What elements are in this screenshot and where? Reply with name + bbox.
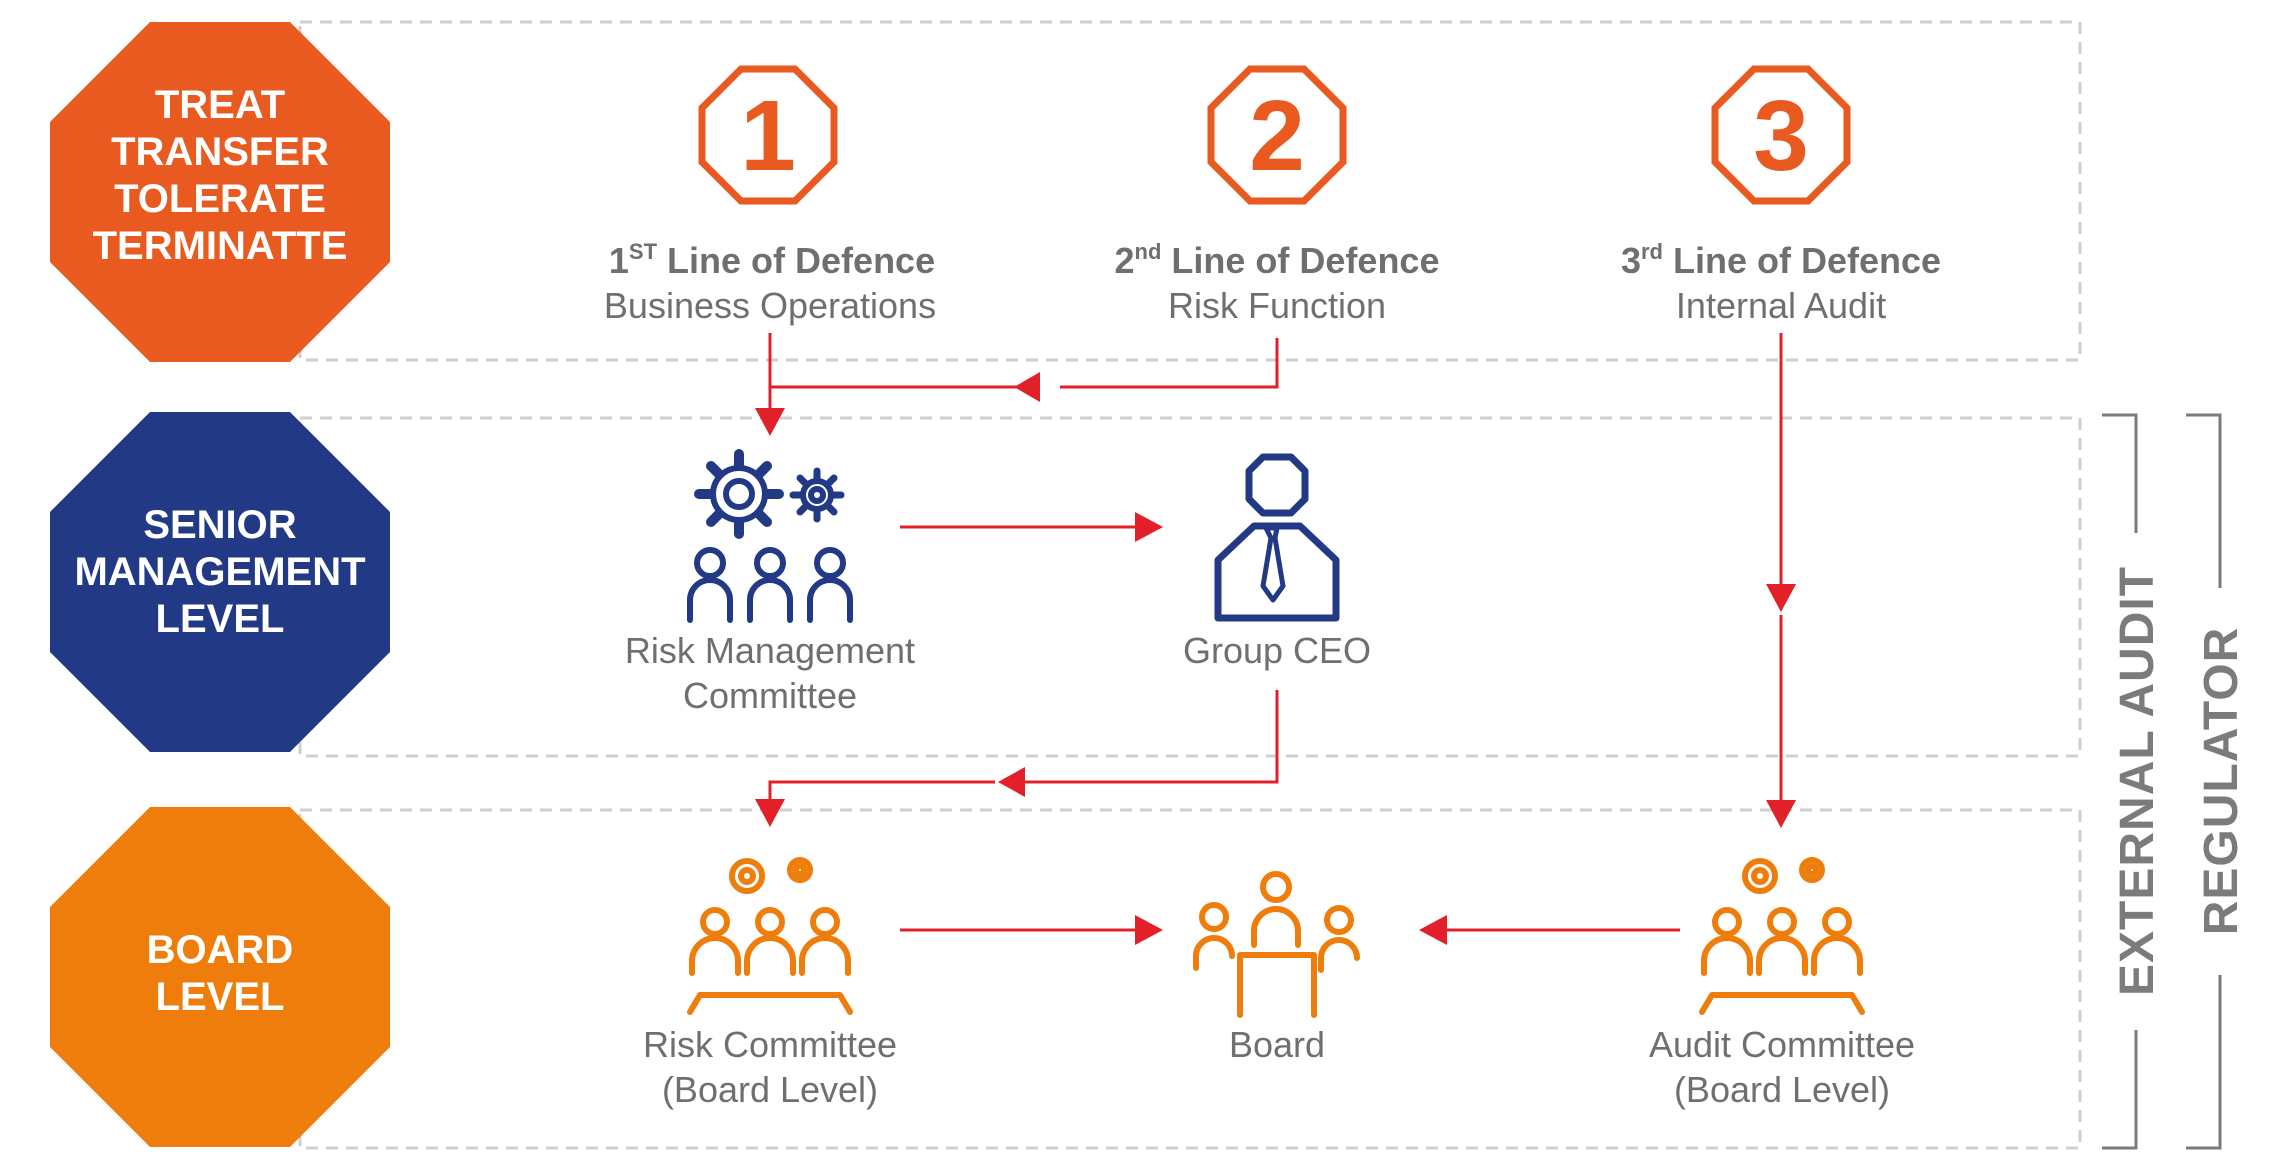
audit-committee-label: (Board Level) <box>1674 1069 1890 1110</box>
line-of-defence-1: 1 1ST Line of Defence Business Operation… <box>604 65 936 326</box>
person-icon <box>1318 905 1360 973</box>
octagon-line: TRANSFER <box>111 130 329 174</box>
senior-management-octagon: SENIOR MANAGEMENT LEVEL <box>50 412 390 752</box>
regulator-label: REGULATOR <box>2195 627 2248 936</box>
risk-management-label: Committee <box>683 675 857 716</box>
arrowhead-right <box>1135 915 1163 945</box>
line-title: 3rd Line of Defence <box>1621 239 1941 281</box>
line-of-defence-2: 2 2nd Line of Defence Risk Function <box>1115 65 1440 326</box>
octagon-line: TOLERATE <box>114 177 326 221</box>
group-ceo-label: Group CEO <box>1183 630 1371 671</box>
line-second-to-first <box>1060 338 1279 389</box>
line-ceo-to-risk-committee-tail <box>768 780 995 800</box>
arrowheads <box>755 372 1796 945</box>
person-icon <box>1193 902 1235 971</box>
table-icon <box>687 992 853 1015</box>
octagon-line: SENIOR <box>143 503 296 547</box>
line-subtitle: Internal Audit <box>1676 285 1886 326</box>
line-title: 1ST Line of Defence <box>609 239 935 281</box>
person-icon <box>799 907 851 976</box>
regulator-bracket <box>2186 413 2222 1150</box>
line-title: 2nd Line of Defence <box>1115 239 1440 281</box>
treat-transfer-octagon: TREAT TRANSFER TOLERATE TERMINATTE <box>50 22 390 362</box>
octagon-line: TERMINATTE <box>93 224 348 268</box>
committee-table-icon <box>1699 857 1865 1015</box>
arrowhead-right <box>1135 512 1163 542</box>
person-icon <box>1701 907 1753 976</box>
person-icon <box>1251 871 1301 948</box>
arrowhead-left <box>998 767 1025 797</box>
arrowhead-down <box>755 408 785 436</box>
line-number: 1 <box>740 80 796 192</box>
octagon-line: LEVEL <box>156 597 285 641</box>
risk-committee-label: (Board Level) <box>662 1069 878 1110</box>
external-audit-bracket <box>2102 413 2138 1150</box>
person-icon <box>807 547 853 623</box>
person-icon <box>1811 907 1863 976</box>
octagon-line: MANAGEMENT <box>74 550 365 594</box>
small-gear-icon <box>789 467 845 523</box>
gears-people-icon <box>687 449 853 623</box>
person-icon <box>747 547 793 623</box>
number-octagon-outline <box>1711 65 1851 205</box>
number-octagon-outline <box>698 65 838 205</box>
audit-committee-label: Audit Committee <box>1649 1024 1915 1065</box>
risk-management-label: Risk Management <box>625 630 915 671</box>
board-label: Board <box>1229 1024 1325 1065</box>
board-level-octagon: BOARD LEVEL <box>50 807 390 1147</box>
table-icon <box>1699 992 1865 1015</box>
arrowhead-down <box>1766 584 1796 612</box>
table-icon <box>1237 952 1317 1018</box>
connector-arrows <box>768 333 1783 932</box>
arrowhead-down <box>755 799 785 827</box>
board-meeting-icon <box>1193 871 1360 1018</box>
arrowhead-down <box>1766 800 1796 828</box>
line-ceo-to-risk-committee <box>1020 690 1279 784</box>
committee-table-icon <box>687 857 853 1015</box>
arrowhead-left <box>1014 372 1040 402</box>
large-gear-icon <box>694 449 784 539</box>
octagon-line: BOARD <box>147 928 294 972</box>
octagon-line: LEVEL <box>156 975 285 1019</box>
external-audit-label: EXTERNAL AUDIT <box>2111 566 2164 996</box>
octagon-line: TREAT <box>155 83 285 127</box>
executive-person-icon <box>1214 453 1340 622</box>
person-icon <box>744 907 796 976</box>
line-subtitle: Business Operations <box>604 285 936 326</box>
line-number: 2 <box>1249 80 1305 192</box>
line-of-defence-3: 3 3rd Line of Defence Internal Audit <box>1621 65 1941 326</box>
person-icon <box>1756 907 1808 976</box>
senior-row-frame <box>298 416 2082 758</box>
line-subtitle: Risk Function <box>1168 285 1386 326</box>
person-icon <box>689 907 741 976</box>
risk-committee-label: Risk Committee <box>643 1024 897 1065</box>
person-icon <box>687 547 733 623</box>
number-octagon-outline <box>1207 65 1347 205</box>
arrowhead-left <box>1419 915 1447 945</box>
line-number: 3 <box>1753 80 1809 192</box>
